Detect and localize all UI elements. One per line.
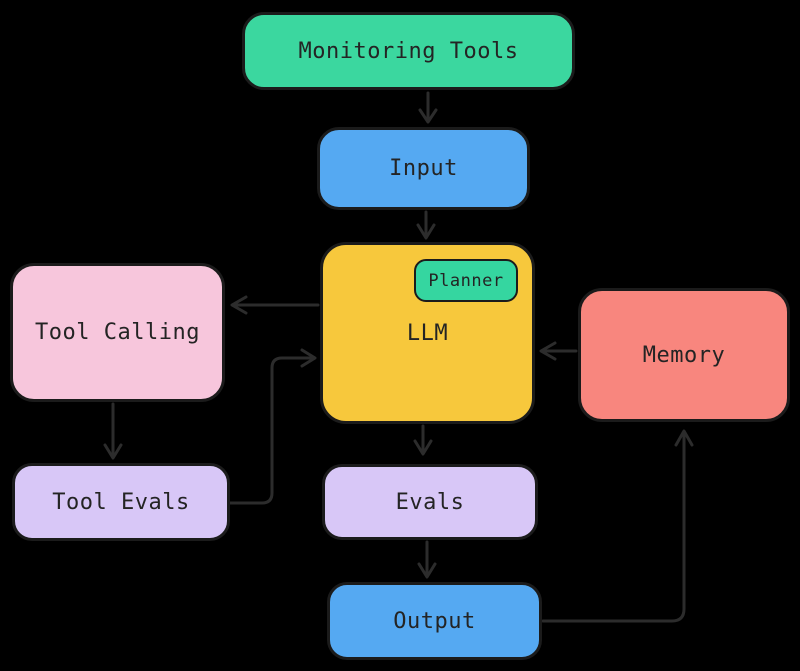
node-llm: Planner LLM xyxy=(320,242,535,424)
arrow-output-to-memory xyxy=(541,429,694,623)
arrow-input-to-llm xyxy=(416,210,436,240)
node-tool-calling: Tool Calling xyxy=(10,263,225,402)
node-output-label: Output xyxy=(393,608,476,634)
node-memory: Memory xyxy=(578,288,790,422)
node-planner: Planner xyxy=(414,259,518,302)
arrow-llm-to-evals xyxy=(413,424,433,456)
node-tool-calling-label: Tool Calling xyxy=(35,320,200,345)
node-monitoring-tools: Monitoring Tools xyxy=(242,12,575,90)
arrow-tool-evals-to-llm xyxy=(228,348,317,505)
node-llm-label: LLM xyxy=(406,320,449,346)
node-monitoring-tools-label: Monitoring Tools xyxy=(298,38,519,64)
node-input: Input xyxy=(317,127,530,210)
node-tool-evals-label: Tool Evals xyxy=(52,489,190,515)
node-input-label: Input xyxy=(389,156,458,181)
arrow-monitoring-to-input xyxy=(418,91,438,124)
node-evals-label: Evals xyxy=(395,489,465,515)
arrow-tool-calling-to-tool-evals xyxy=(103,402,123,460)
node-planner-label: Planner xyxy=(428,270,504,291)
node-tool-evals: Tool Evals xyxy=(12,463,230,541)
arrow-llm-to-tool-calling xyxy=(230,295,320,315)
node-evals: Evals xyxy=(322,464,538,540)
arrow-memory-to-llm xyxy=(539,341,578,361)
node-output: Output xyxy=(327,582,542,660)
node-memory-label: Memory xyxy=(642,342,726,368)
arrow-evals-to-output xyxy=(417,540,437,579)
